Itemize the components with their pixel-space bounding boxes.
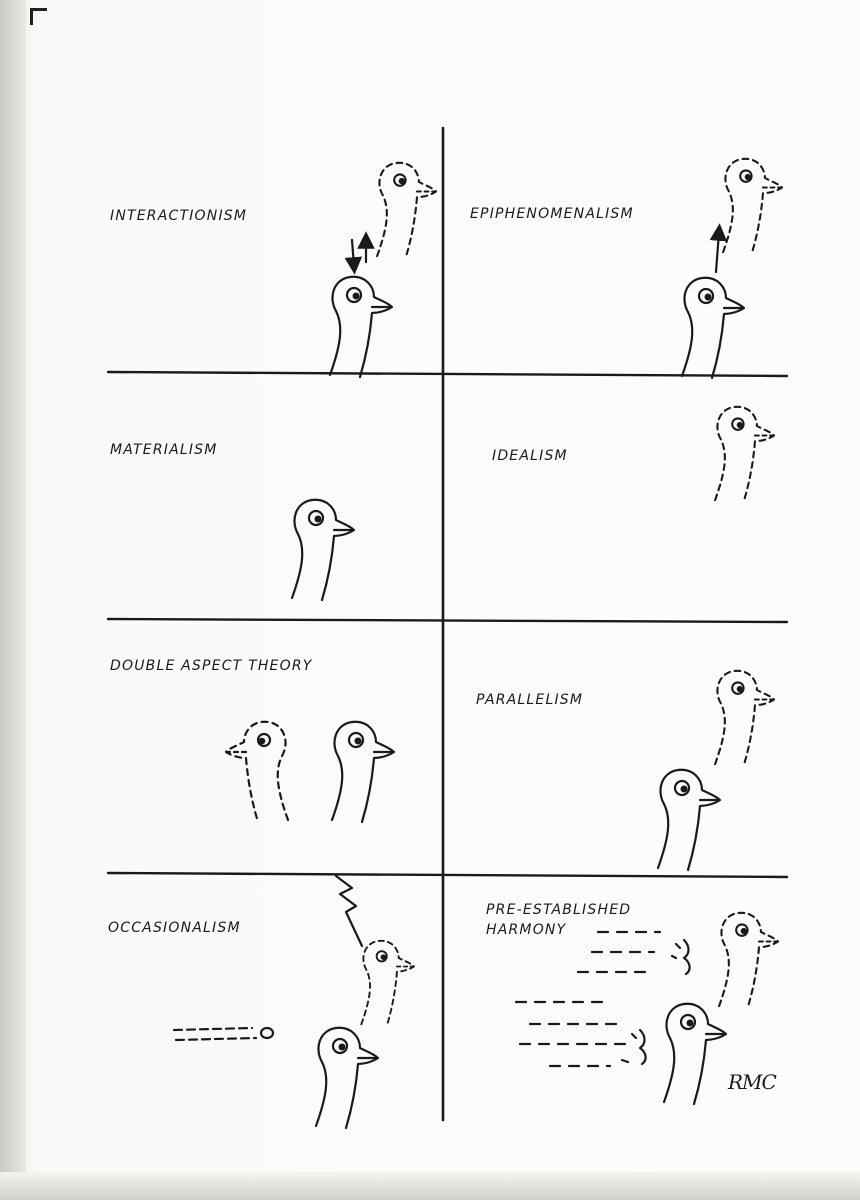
horizontal-divider-1 — [106, 370, 789, 378]
label-materialism: MATERIALISM — [110, 442, 218, 458]
label-pre-established-harmony: PRE-ESTABLISHED HARMONY — [486, 902, 632, 938]
label-parallelism: PARALLELISM — [476, 692, 584, 708]
binding-shadow — [0, 0, 26, 1200]
pre-established-harmony-illustration — [514, 911, 780, 1106]
bottom-edge-shadow — [0, 1172, 860, 1200]
label-occasionalism: OCCASIONALISM — [108, 920, 241, 936]
artist-signature: RMC — [728, 1070, 777, 1094]
lightning-bolt-icon — [334, 874, 364, 948]
epiphenomenalism-illustration — [680, 157, 784, 380]
occasionalism-illustration — [172, 874, 415, 1130]
horizontal-divider-2 — [106, 617, 789, 624]
label-epiphenomenalism: EPIPHENOMENALISM — [470, 206, 634, 222]
double-aspect-illustration — [224, 720, 396, 824]
label-interactionism: INTERACTIONISM — [110, 208, 248, 224]
label-idealism: IDEALISM — [492, 448, 568, 464]
horizontal-divider-3 — [106, 871, 789, 879]
corner-mark — [30, 8, 47, 25]
parallelism-illustration — [656, 669, 776, 872]
materialism-illustration — [290, 498, 356, 602]
interactionism-illustration — [328, 161, 438, 379]
label-double-aspect-theory: DOUBLE ASPECT THEORY — [110, 658, 313, 674]
idealism-illustration — [714, 405, 776, 504]
